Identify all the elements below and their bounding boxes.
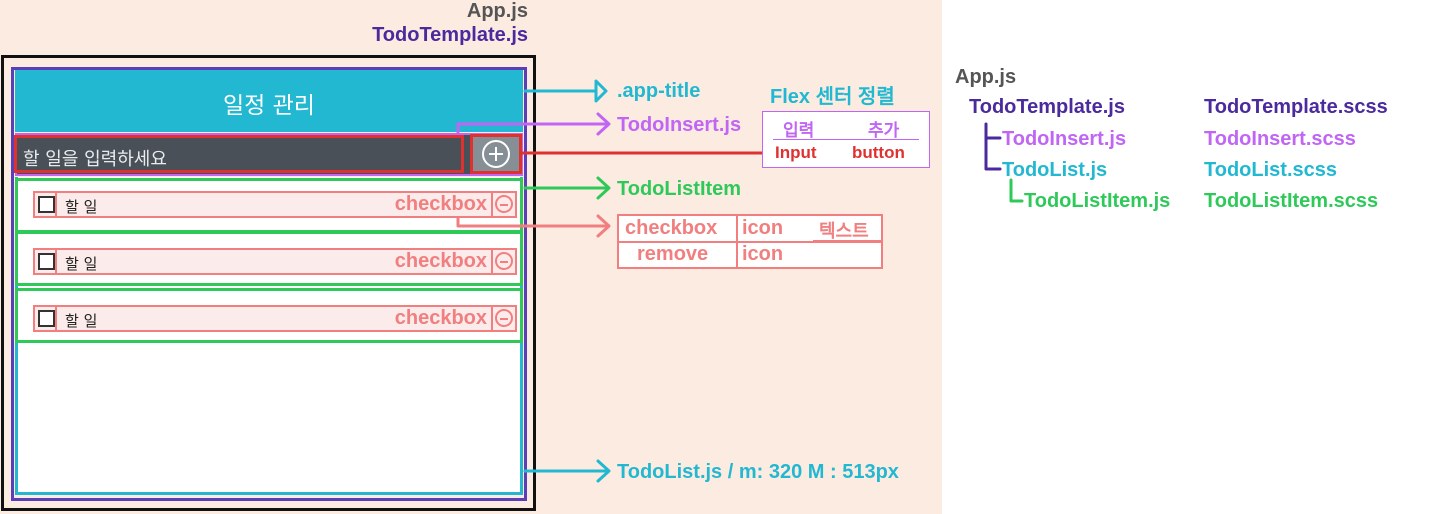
todo-template-label: TodoTemplate.js xyxy=(372,24,528,46)
todo-list-item-annotation: TodoListItem xyxy=(617,178,742,200)
checkbox-label: checkbox xyxy=(394,307,487,329)
todo-item-text: 할 일 xyxy=(65,312,98,330)
table-cell-icon: icon xyxy=(742,217,784,239)
app-title-bar: 일정 관리 xyxy=(15,70,523,132)
divider xyxy=(491,307,493,330)
checkbox-label: checkbox xyxy=(394,250,487,272)
app-title-annotation: .app-title xyxy=(617,80,701,102)
tree-list-item: TodoListItem.js xyxy=(1024,190,1171,212)
table-header-input: 입력 xyxy=(783,121,815,140)
template-frame xyxy=(11,67,527,501)
remove-circle-icon[interactable] xyxy=(495,309,513,327)
remove-circle-icon[interactable] xyxy=(495,252,513,270)
table-cell-icon: icon xyxy=(742,243,784,265)
divider xyxy=(55,250,57,273)
checkbox-icon[interactable] xyxy=(38,196,55,213)
todo-item-text: 할 일 xyxy=(65,198,98,216)
todo-item-row: 할 일 checkbox xyxy=(33,191,517,218)
insert-layout-table: 입력 추가 Input button xyxy=(762,111,930,168)
divider xyxy=(491,250,493,273)
divider xyxy=(55,193,57,216)
table-cell-text: 텍스트 xyxy=(819,221,869,241)
tree-insert: TodoInsert.js xyxy=(1002,128,1127,150)
tree-list: TodoList.js xyxy=(1002,159,1108,181)
divider xyxy=(491,193,493,216)
table-cell-button: button xyxy=(852,143,905,162)
todo-input-placeholder: 할 일을 입력하세요 xyxy=(23,149,167,170)
add-button[interactable] xyxy=(470,134,522,174)
todo-list-item: 할 일 checkbox xyxy=(15,178,523,233)
checkbox-icon[interactable] xyxy=(38,310,55,327)
tree-app: App.js xyxy=(955,66,1017,88)
checkbox-icon[interactable] xyxy=(38,253,55,270)
text-cell-box xyxy=(813,216,881,242)
plus-circle-icon xyxy=(482,140,510,168)
todo-insert-annotation: TodoInsert.js xyxy=(617,114,742,136)
todo-input[interactable]: 할 일을 입력하세요 xyxy=(14,135,464,173)
scss-insert: TodoInsert.scss xyxy=(1204,128,1356,150)
remove-circle-icon[interactable] xyxy=(495,195,513,213)
todo-list-item: 할 일 checkbox xyxy=(15,231,523,286)
table-cell-input: Input xyxy=(775,143,817,162)
scss-list-item: TodoListItem.scss xyxy=(1204,190,1379,212)
divider xyxy=(55,307,57,330)
app-title-text: 일정 관리 xyxy=(223,93,315,119)
table-header-add: 추가 xyxy=(868,121,900,140)
todo-list-item: 할 일 checkbox xyxy=(15,288,523,343)
flex-center-annotation: Flex 센터 정렬 xyxy=(770,86,895,108)
tree-template: TodoTemplate.js xyxy=(969,96,1125,118)
checkbox-label: checkbox xyxy=(394,193,487,215)
divider xyxy=(773,139,919,140)
todo-item-row: 할 일 checkbox xyxy=(33,305,517,332)
todo-item-row: 할 일 checkbox xyxy=(33,248,517,275)
app-js-label: App.js xyxy=(466,0,528,22)
scss-list: TodoList.scss xyxy=(1204,159,1337,181)
todo-list-annotation: TodoList.js / m: 320 M : 513px xyxy=(617,461,899,483)
table-cell-checkbox: checkbox xyxy=(625,217,718,239)
divider xyxy=(619,241,881,243)
scss-template: TodoTemplate.scss xyxy=(1204,96,1388,118)
todo-item-text: 할 일 xyxy=(65,255,98,273)
item-layout-table: checkbox icon 텍스트 remove icon xyxy=(617,214,883,269)
app-frame xyxy=(1,55,536,511)
table-cell-remove: remove xyxy=(637,243,709,265)
